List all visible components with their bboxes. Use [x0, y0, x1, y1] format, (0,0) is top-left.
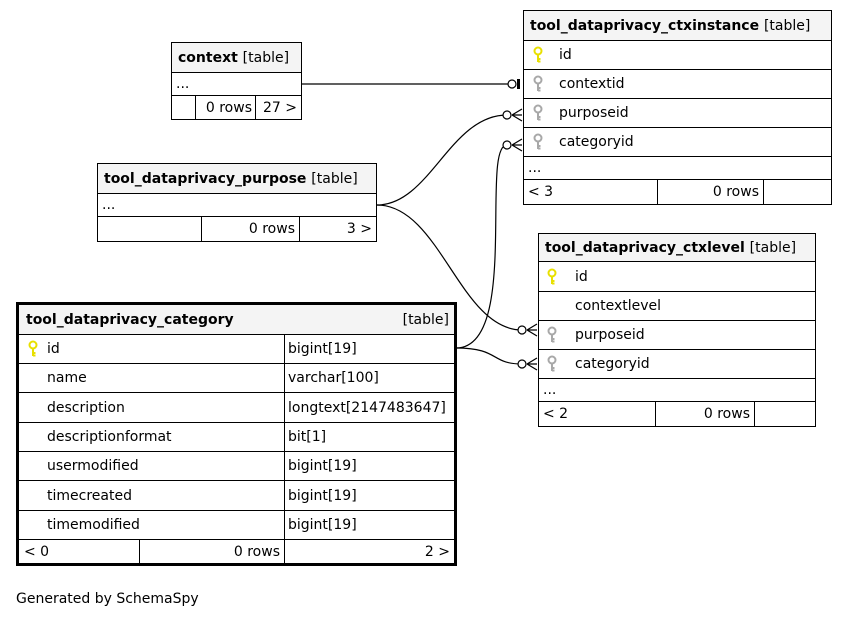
ellipsis: ... — [176, 76, 190, 92]
column-name: categoryid — [575, 356, 650, 372]
column-type: bigint[19] — [288, 341, 357, 357]
table-header[interactable]: tool_dataprivacy_category [table] — [19, 305, 454, 335]
children-link[interactable]: 3 > — [346, 221, 372, 237]
table-header[interactable]: tool_dataprivacy_ctxinstance [table] — [524, 11, 831, 41]
parents-link[interactable]: < 2 — [543, 406, 569, 422]
column-row[interactable]: descriptionformat bit[1] — [19, 423, 454, 452]
column-name: id — [559, 47, 572, 63]
footer-row: 0 rows 3 > — [98, 217, 376, 241]
ellipsis-row: ... — [172, 73, 301, 96]
primary-key-icon — [547, 268, 557, 284]
column-row[interactable]: id — [524, 41, 831, 70]
column-row[interactable]: categoryid — [539, 350, 815, 379]
table-tag: [table] — [749, 239, 797, 256]
foreign-key-icon — [533, 133, 543, 150]
primary-key-icon — [28, 340, 38, 357]
ellipsis: ... — [102, 197, 116, 213]
footer-row: < 3 0 rows — [524, 180, 831, 204]
column-name: categoryid — [559, 134, 634, 150]
parents-link[interactable]: < 3 — [528, 184, 554, 200]
footer-row: 0 rows 27 > — [172, 96, 301, 119]
table-name: tool_dataprivacy_purpose — [104, 170, 307, 187]
column-row[interactable]: id bigint[19] — [19, 335, 454, 364]
column-name: id — [575, 268, 588, 285]
table-tag: [table] — [402, 311, 449, 328]
table-ctxlevel[interactable]: tool_dataprivacy_ctxlevel [table] id con… — [538, 233, 816, 427]
column-row[interactable]: id — [539, 262, 815, 292]
row-count: 0 rows — [712, 184, 759, 200]
foreign-key-icon — [533, 75, 543, 92]
row-count: 0 rows — [205, 99, 252, 116]
link-purpose-ctxinstance — [376, 114, 508, 206]
children-link[interactable]: 27 > — [263, 99, 297, 116]
table-ctxinstance[interactable]: tool_dataprivacy_ctxinstance [table] id … — [523, 10, 832, 205]
column-type: longtext[2147483647] — [288, 399, 446, 416]
link-category-ctxlevel — [455, 347, 523, 365]
children-link[interactable]: 2 > — [424, 543, 450, 560]
table-purpose[interactable]: tool_dataprivacy_purpose [table] ... 0 r… — [97, 163, 377, 242]
table-tag: [table] — [311, 170, 358, 187]
table-name: tool_dataprivacy_ctxinstance — [530, 17, 760, 34]
link-category-ctxinstance — [455, 144, 508, 349]
generated-by-text: Generated by SchemaSpy — [16, 591, 199, 607]
row-count: 0 rows — [703, 406, 750, 422]
column-name: timemodified — [47, 517, 140, 533]
column-type: varchar[100] — [288, 370, 379, 386]
column-row[interactable]: name varchar[100] — [19, 364, 454, 393]
column-name: contextlevel — [575, 298, 662, 314]
column-row[interactable]: contextid — [524, 70, 831, 99]
column-name: name — [47, 370, 87, 386]
footer-row: < 0 0 rows 2 > — [19, 540, 454, 563]
column-row[interactable]: categoryid — [524, 128, 831, 157]
table-tag: [table] — [242, 49, 290, 66]
table-name: tool_dataprivacy_ctxlevel — [545, 239, 745, 256]
table-header[interactable]: tool_dataprivacy_purpose [table] — [98, 164, 376, 194]
column-name: purposeid — [575, 327, 645, 343]
foreign-key-icon — [547, 326, 557, 343]
footer-row: < 2 0 rows — [539, 402, 815, 426]
column-type: bit[1] — [288, 429, 327, 445]
row-count: 0 rows — [233, 543, 280, 560]
row-count: 0 rows — [248, 221, 295, 237]
foreign-key-icon — [547, 355, 557, 372]
column-name: id — [47, 341, 60, 357]
parents-link[interactable]: < 0 — [24, 543, 50, 560]
ellipsis: ... — [528, 160, 542, 176]
table-header[interactable]: tool_dataprivacy_ctxlevel [table] — [539, 234, 815, 262]
foreign-key-icon — [533, 104, 543, 121]
ellipsis: ... — [543, 382, 557, 398]
table-header[interactable]: context [table] — [172, 43, 301, 73]
column-row[interactable]: usermodified bigint[19] — [19, 452, 454, 481]
column-name: timecreated — [47, 487, 132, 504]
column-row[interactable]: timemodified bigint[19] — [19, 511, 454, 540]
column-name: contextid — [559, 76, 625, 92]
column-name: purposeid — [559, 105, 629, 121]
ellipsis-row: ... — [98, 194, 376, 217]
column-row[interactable]: contextlevel — [539, 292, 815, 321]
table-context[interactable]: context [table] ... 0 rows 27 > — [171, 42, 302, 120]
column-name: description — [47, 399, 125, 416]
table-name: context — [178, 49, 238, 66]
column-row[interactable]: purposeid — [524, 99, 831, 128]
ellipsis-row: ... — [539, 379, 815, 402]
column-row[interactable]: description longtext[2147483647] — [19, 393, 454, 423]
column-name: descriptionformat — [47, 429, 172, 445]
table-category[interactable]: tool_dataprivacy_category [table] id big… — [16, 302, 457, 566]
table-name: tool_dataprivacy_category — [26, 311, 234, 328]
column-type: bigint[19] — [288, 458, 357, 474]
primary-key-icon — [533, 46, 543, 63]
column-type: bigint[19] — [288, 487, 357, 504]
column-type: bigint[19] — [288, 517, 357, 533]
table-tag: [table] — [763, 17, 811, 34]
column-name: usermodified — [47, 458, 139, 474]
column-row[interactable]: timecreated bigint[19] — [19, 481, 454, 511]
column-row[interactable]: purposeid — [539, 321, 815, 350]
ellipsis-row: ... — [524, 157, 831, 180]
